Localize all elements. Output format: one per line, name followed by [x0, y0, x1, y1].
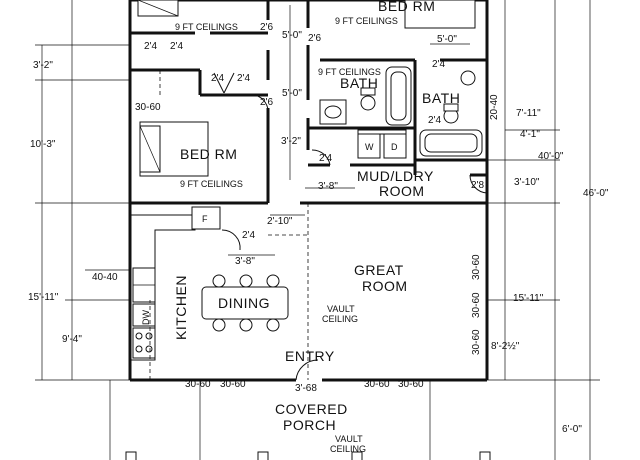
dimension-label: 10'-3" [30, 139, 56, 150]
room-label-great-1: GREAT [354, 262, 404, 278]
dimension-label: 8'-2½" [491, 341, 520, 352]
door-size-label: 2'8 [471, 180, 484, 191]
door-size-label: 2'6 [260, 97, 273, 108]
door-size-label: 2'4 [432, 59, 445, 70]
dishwasher-label: DW [141, 310, 151, 325]
room-notes: 9 FT CEILINGS 9 FT CEILINGS 9 FT CEILING… [141, 16, 398, 454]
dimension-label: 15'-11" [513, 293, 544, 304]
dimension-label: 3'-2" [33, 60, 53, 71]
dimension-label: 15'-11" [28, 292, 59, 303]
vault-note: VAULT [335, 434, 363, 444]
room-label-porch-2: PORCH [283, 417, 336, 433]
dimension-label: 3'-10" [514, 177, 540, 188]
door-swings [213, 72, 488, 381]
door-size-label: 2'4 [211, 73, 224, 84]
window-size-label: 30-60 [471, 329, 482, 355]
dryer-label: D [391, 142, 398, 152]
door-labels: 2'4 2'4 2'6 2'6 2'4 2'4 2'6 2'4 2'4 2'4 … [144, 22, 484, 394]
dashed-lines [149, 70, 309, 380]
room-labels: BED RM BED RM BATH BATH MUD/LDRY ROOM DI… [173, 0, 460, 433]
room-label-mud-laundry-1: MUD/LDRY [357, 168, 434, 184]
vault-note: VAULT [327, 304, 355, 314]
window-size-label: 30-60 [398, 379, 424, 390]
dimension-label: 9'-4" [62, 334, 82, 345]
room-label-kitchen: KITCHEN [173, 275, 189, 340]
dimension-label: 6'-0" [562, 424, 582, 435]
door-size-label: 2'4 [237, 73, 250, 84]
window-size-label: 30-60 [135, 102, 161, 113]
door-size-label: 2'4 [170, 41, 183, 52]
door-size-label: 3'-68 [295, 383, 317, 394]
dimension-label: 5'-0" [282, 88, 302, 99]
room-label-dining: DINING [218, 295, 270, 311]
dimension-label: 3'-8" [235, 256, 255, 267]
ceiling-note: 9 FT CEILINGS [180, 179, 243, 189]
window-size-label: 20-40 [489, 94, 500, 120]
window-size-label: 30-60 [471, 292, 482, 318]
vault-note: CEILING [330, 444, 366, 454]
ceiling-note: 9 FT CEILINGS [335, 16, 398, 26]
door-size-label: 2'4 [319, 153, 332, 164]
fridge-label: F [202, 214, 208, 224]
dimension-label: 5'-0" [437, 34, 457, 45]
dimension-lines [35, 0, 600, 460]
vault-note: CEILING [322, 314, 358, 324]
window-labels: 30-60 40-40 20-40 30-60 30-60 30-60 30-6… [92, 94, 500, 390]
door-size-label: 2'4 [144, 41, 157, 52]
window-size-label: 30-60 [364, 379, 390, 390]
dimension-label: 3'-8" [318, 181, 338, 192]
dimension-label: 7'-11" [516, 108, 541, 119]
door-size-label: 2'4 [242, 230, 255, 241]
ceiling-note: 9 FT CEILINGS [318, 67, 381, 77]
window-size-label: 30-60 [220, 379, 246, 390]
fixtures [130, 0, 483, 361]
washer-label: W [365, 142, 374, 152]
room-label-great-2: ROOM [362, 278, 408, 294]
window-size-label: 30-60 [185, 379, 211, 390]
dimension-label: 4'-1" [520, 129, 540, 140]
room-label-entry: ENTRY [285, 348, 335, 364]
door-size-label: 2'6 [260, 22, 273, 33]
room-label-mud-laundry-2: ROOM [379, 183, 425, 199]
room-label-bed-top: BED RM [378, 0, 435, 14]
dimension-label: 40'-0" [538, 151, 564, 162]
window-size-label: 40-40 [92, 272, 118, 283]
ceiling-note: 9 FT CEILINGS [175, 22, 238, 32]
room-label-bath-left: BATH [340, 75, 378, 91]
room-label-porch-1: COVERED [275, 401, 348, 417]
dimension-label: 2'-10" [267, 216, 293, 227]
dimension-labels: 3'-2" 10'-3" 15'-11" 9'-4" 5'-0" 5'-0" 5… [28, 30, 609, 435]
walls [128, 0, 489, 382]
room-label-bed-left: BED RM [180, 146, 237, 162]
dimension-label: 3'-2" [281, 136, 301, 147]
dimension-label: 5'-0" [282, 30, 302, 41]
dimension-label: 46'-0" [583, 188, 609, 199]
door-size-label: 2'6 [308, 33, 321, 44]
window-size-label: 30-60 [471, 254, 482, 280]
door-size-label: 2'4 [428, 115, 441, 126]
porch [109, 380, 491, 460]
room-label-bath-right: BATH [422, 90, 460, 106]
